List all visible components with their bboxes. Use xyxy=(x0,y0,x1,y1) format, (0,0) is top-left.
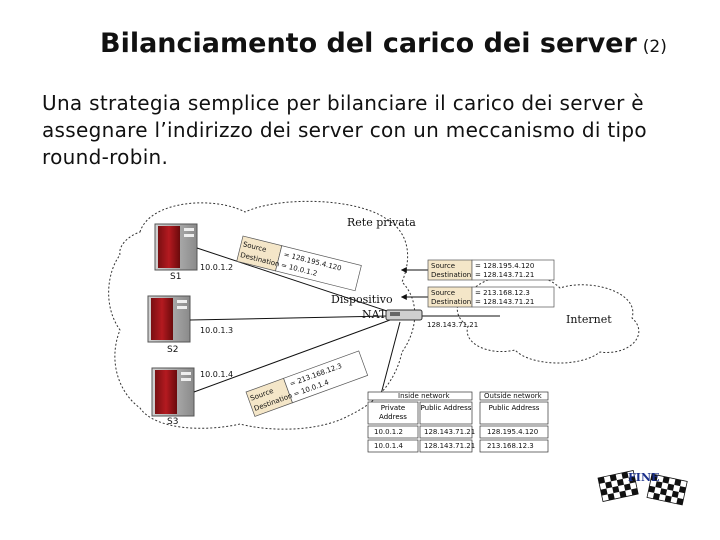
title-text: Bilanciamento del carico dei server xyxy=(100,28,637,59)
nat-address: 128.143.71.21 xyxy=(427,321,478,329)
nat-router xyxy=(385,309,423,321)
packet-mid-source-value: = 213.168.12.3 xyxy=(475,289,530,297)
packet-top-source-label: Source xyxy=(431,262,455,270)
table-col1-header: Private Address xyxy=(379,404,407,421)
server-s3-address: 10.0.1.4 xyxy=(200,370,233,379)
table-inside-header: Inside network xyxy=(398,392,450,400)
table-col3-header: Public Address xyxy=(488,404,540,412)
arrow-to-table xyxy=(378,321,401,400)
table-outside-header: Outside network xyxy=(484,392,543,400)
server-s2-address: 10.0.1.3 xyxy=(200,326,233,335)
table-col2-header: Public Address xyxy=(420,404,472,412)
packet-mid-destination-value: = 128.143.71.21 xyxy=(475,298,534,306)
packet-s1: Source Destination = 128.195.4.120 = 10.… xyxy=(236,235,362,292)
table-row2-private: 10.0.1.4 xyxy=(374,442,403,450)
intro-paragraph: Una strategia semplice per bilanciare il… xyxy=(42,91,647,169)
server-s3 xyxy=(151,367,195,417)
table-row1-public: 128.143.71.21 xyxy=(424,428,475,436)
nat-table: Inside network Outside network Private A… xyxy=(367,391,549,453)
title-number: (2) xyxy=(642,37,667,57)
nat-label-line2: NAT xyxy=(362,308,387,321)
table-row2-outside: 213.168.12.3 xyxy=(487,442,534,450)
packet-top-destination-value: = 128.143.71.21 xyxy=(475,271,534,279)
private-network-label: Rete privata xyxy=(347,216,416,229)
table-row2-public: 128.143.71.21 xyxy=(424,442,475,450)
slide-title: Bilanciamento del carico dei server(2) xyxy=(100,28,667,59)
fine-logo[interactable]: FINE xyxy=(597,470,688,506)
server-s1-address: 10.0.1.2 xyxy=(200,263,233,272)
server-s3-name: S3 xyxy=(167,417,178,427)
packet-top-destination-label: Destination xyxy=(431,271,471,279)
nat-label-line1: Dispositivo xyxy=(331,293,393,306)
checkered-flag-left-icon xyxy=(597,470,639,502)
server-s1-name: S1 xyxy=(170,272,181,282)
packet-mid: Source Destination = 213.168.12.3 = 128.… xyxy=(427,286,555,308)
server-s2-name: S2 xyxy=(167,345,178,355)
checkered-flag-right-icon xyxy=(646,473,688,506)
internet-label: Internet xyxy=(566,313,612,326)
server-s2 xyxy=(147,295,191,343)
fine-logo-text: FINE xyxy=(628,471,659,484)
server-s1 xyxy=(154,223,198,271)
packet-s3: Source Destination = 213.168.12.3 = 10.0… xyxy=(245,350,369,417)
connection-lines xyxy=(189,247,500,393)
packet-top: Source Destination = 128.195.4.120 = 128… xyxy=(427,259,555,281)
table-row1-outside: 128.195.4.120 xyxy=(487,428,538,436)
packet-mid-source-label: Source xyxy=(431,289,455,297)
packet-mid-destination-label: Destination xyxy=(431,298,471,306)
internet-cloud xyxy=(456,273,640,364)
packet-top-source-value: = 128.195.4.120 xyxy=(475,262,534,270)
table-row1-private: 10.0.1.2 xyxy=(374,428,403,436)
